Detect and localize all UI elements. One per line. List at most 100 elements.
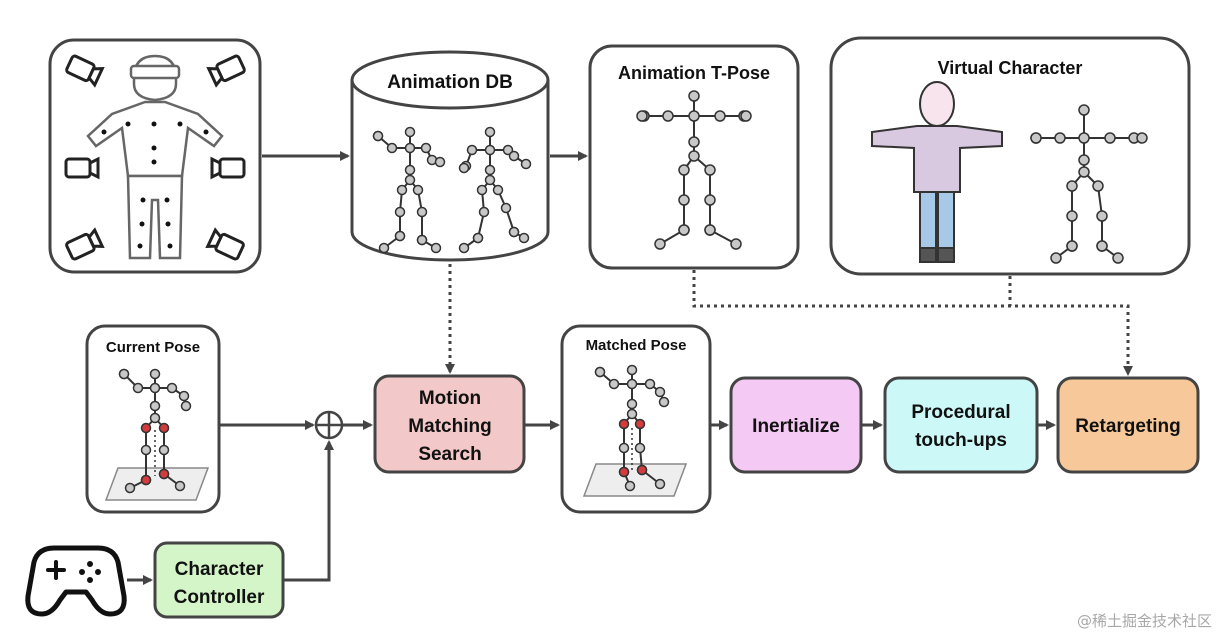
joint <box>484 126 496 138</box>
joint <box>654 386 666 398</box>
procedural-line-2: touch-ups <box>915 430 1007 451</box>
joint <box>678 194 690 206</box>
joint <box>688 136 700 148</box>
joint <box>149 368 161 380</box>
joint <box>520 158 532 170</box>
joint <box>618 442 630 454</box>
joint <box>688 110 700 122</box>
dotted-tpose-to-retargeting <box>692 270 1133 376</box>
matched-pose-label: Matched Pose <box>586 337 687 354</box>
inertialize-box: Inertialize <box>729 376 863 474</box>
joint <box>132 382 144 394</box>
joint <box>644 378 656 390</box>
watermark: @稀土掘金技术社区 <box>1077 612 1212 630</box>
joint <box>124 482 136 494</box>
tpose-skeleton <box>636 90 752 236</box>
mocap-markers <box>101 121 209 249</box>
joint <box>714 110 726 122</box>
joint <box>678 164 690 176</box>
joint <box>396 184 408 196</box>
joint <box>149 412 161 424</box>
joint <box>484 144 496 156</box>
motion-matching-line-3: Search <box>418 444 481 465</box>
joint <box>394 206 406 218</box>
joint <box>158 422 170 434</box>
joint <box>118 368 130 380</box>
character-model <box>871 81 1003 263</box>
animation-db-label: Animation DB <box>387 72 513 93</box>
joint <box>1066 210 1078 222</box>
joint <box>704 224 716 236</box>
joint <box>140 422 152 434</box>
joint <box>420 142 432 154</box>
joint <box>378 242 390 254</box>
joint <box>178 390 190 402</box>
retargeting-label: Retargeting <box>1075 416 1181 437</box>
joint <box>688 90 700 102</box>
joint <box>416 234 428 246</box>
joint <box>1136 132 1148 144</box>
joint <box>458 242 470 254</box>
joint <box>1050 252 1062 264</box>
dotted-arrows <box>445 264 1133 376</box>
virtual-character-box: Virtual Character <box>829 36 1191 276</box>
joint <box>618 418 630 430</box>
joint <box>662 110 674 122</box>
camera-icon <box>64 54 246 261</box>
joint <box>678 224 690 236</box>
joint <box>594 366 606 378</box>
controller-line-1: Character <box>175 559 264 580</box>
motion-matching-search-box: Motion Matching Search <box>373 374 526 474</box>
character-feet <box>1050 240 1124 264</box>
skeletons-layer <box>118 90 1148 494</box>
joint <box>502 144 514 156</box>
joint <box>1096 210 1108 222</box>
joint <box>1066 240 1078 252</box>
motion-matching-line-1: Motion <box>419 388 481 409</box>
db-skeleton-1-feet <box>378 230 442 254</box>
joint <box>166 382 178 394</box>
joint <box>404 142 416 154</box>
joint <box>658 396 670 408</box>
joint <box>740 110 752 122</box>
joint <box>372 130 384 142</box>
joint <box>704 194 716 206</box>
db-skeleton-1 <box>372 126 446 246</box>
inertialize-label: Inertialize <box>752 416 840 437</box>
joint <box>492 184 504 196</box>
joint <box>618 466 630 478</box>
joint <box>484 174 496 186</box>
joint <box>174 480 186 492</box>
joint <box>394 230 406 242</box>
joint <box>404 164 416 176</box>
joint <box>140 474 152 486</box>
mocap-capture-box <box>48 38 262 274</box>
joint <box>626 398 638 410</box>
joint <box>1096 240 1108 252</box>
joint <box>149 400 161 412</box>
arrow-controller-to-sum <box>283 440 334 582</box>
joint <box>1078 132 1090 144</box>
joint <box>434 156 446 168</box>
joint <box>476 184 488 196</box>
joint <box>704 164 716 176</box>
db-skeleton-2-feet <box>458 226 530 254</box>
joint <box>158 468 170 480</box>
joint <box>484 164 496 176</box>
joint <box>1078 154 1090 166</box>
joint <box>1054 132 1066 144</box>
motion-matching-line-2: Matching <box>408 416 491 437</box>
virtual-character-label: Virtual Character <box>938 58 1083 78</box>
joint <box>412 184 424 196</box>
joint <box>654 478 666 490</box>
joint <box>636 464 648 476</box>
joint <box>1078 104 1090 116</box>
joint <box>730 238 742 250</box>
joint <box>654 238 666 250</box>
joint <box>404 126 416 138</box>
joint <box>1104 132 1116 144</box>
joint <box>478 206 490 218</box>
joint <box>416 206 428 218</box>
joint <box>624 480 636 492</box>
